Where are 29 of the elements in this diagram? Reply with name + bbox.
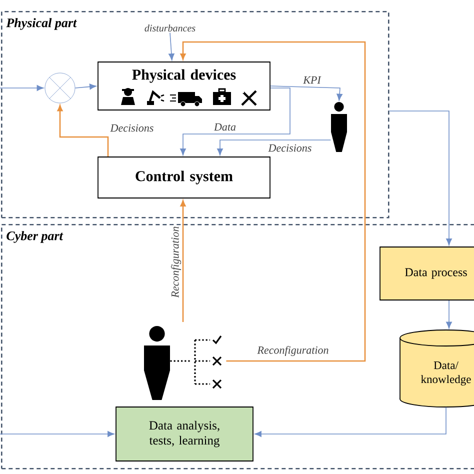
process-box: Data process <box>380 246 474 300</box>
arrow <box>57 105 109 157</box>
arrow <box>446 300 452 329</box>
edge-label: Reconfiguration <box>256 344 330 358</box>
person-icon <box>331 102 347 152</box>
person-icon <box>144 326 170 400</box>
process-box: Control system <box>98 156 270 198</box>
edge-label: Decisions <box>267 143 313 153</box>
edge-label: Data <box>213 122 237 132</box>
arrow <box>270 86 342 101</box>
arrow <box>180 200 186 322</box>
checklist-drawing <box>194 336 222 389</box>
arrow <box>74 84 96 90</box>
arrow <box>0 85 44 91</box>
process-box: Data analysis, tests, learning <box>116 406 254 462</box>
edge-label: Reconfiguration <box>170 225 182 299</box>
arrow <box>388 110 452 246</box>
arrow <box>180 41 366 362</box>
annotation: disturbances <box>144 24 196 32</box>
arrow <box>180 88 290 156</box>
arrow <box>254 406 446 437</box>
database-cylinder: Data/ knowledge <box>400 330 474 408</box>
summing-junction <box>44 72 76 104</box>
edge-label: KPI <box>302 75 322 85</box>
process-box: Physical devices <box>98 62 270 110</box>
edge-label: Decisions <box>109 123 155 133</box>
arrow <box>217 140 332 156</box>
arrow <box>168 32 174 60</box>
arrow <box>0 431 114 437</box>
